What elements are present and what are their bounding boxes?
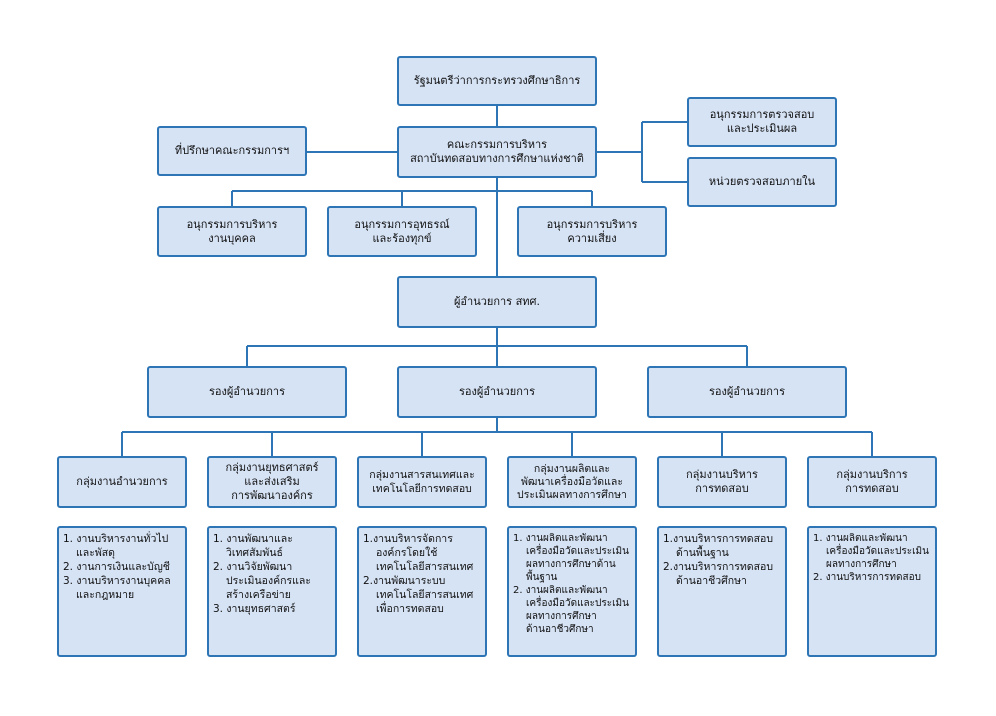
task-item: 2. งานวิจัยพัฒนา ประเมินองค์กรและ สร้างเ… (213, 561, 311, 601)
subcommittee-risk-box: อนุกรรมการบริหาร ความเสี่ยง (517, 206, 667, 257)
minister-box: รัฐมนตรีว่าการกระทรวงศึกษาธิการ (397, 56, 597, 106)
subcommittee-hr-box: อนุกรรมการบริหาร งานบุคคล (157, 206, 307, 257)
task-item: 2.งานบริหารการทดสอบ ด้านอาชีวศึกษา (663, 561, 773, 587)
task-item: 1.งานบริหารการทดสอบ ด้านพื้นฐาน (663, 533, 773, 559)
deputy-director-box: รองผู้อำนวยการ (147, 366, 347, 418)
group-test-admin-tasks: 1.งานบริหารการทดสอบ ด้านพื้นฐาน 2.งานบริ… (657, 526, 787, 657)
group-test-service-box: กลุ่มงานบริการ การทดสอบ (807, 456, 937, 508)
task-item: 1. งานผลิตและพัฒนา เครื่องมือวัดและประเม… (513, 533, 629, 583)
board-box: คณะกรรมการบริหาร สถาบันทดสอบทางการศึกษาแ… (397, 126, 597, 178)
group-strategy-box: กลุ่มงานยุทธศาสตร์ และส่งเสริม การพัฒนาอ… (207, 456, 337, 508)
task-item: 1. งานผลิตและพัฒนา เครื่องมือวัดและประเม… (813, 533, 929, 570)
group-admin-tasks: 1. งานบริหารงานทั่วไป และพัสดุ 2. งานการ… (57, 526, 187, 657)
group-admin-box: กลุ่มงานอำนวยการ (57, 456, 187, 508)
deputy-director-box: รองผู้อำนวยการ (397, 366, 597, 418)
task-item: 1. งานบริหารงานทั่วไป และพัสดุ (63, 533, 169, 559)
task-item: 1.งานบริหารจัดการ องค์กรโดยใช้ เทคโนโลยี… (363, 533, 474, 573)
task-item: 1. งานพัฒนาและ วิเทศสัมพันธ์ (213, 533, 293, 559)
group-it-tasks: 1.งานบริหารจัดการ องค์กรโดยใช้ เทคโนโลยี… (357, 526, 487, 657)
subcommittee-appeal-box: อนุกรรมการอุทธรณ์ และร้องทุกข์ (327, 206, 477, 257)
task-item: 3. งานยุทธศาสตร์ (213, 603, 296, 615)
group-it-box: กลุ่มงานสารสนเทศและ เทคโนโลยีการทดสอบ (357, 456, 487, 508)
task-item: 2. งานผลิตและพัฒนา เครื่องมือวัดและประเม… (513, 585, 629, 635)
task-item: 2.งานพัฒนาระบบ เทคโนโลยีสารสนเทศ เพื่อกา… (363, 575, 474, 615)
group-strategy-tasks: 1. งานพัฒนาและ วิเทศสัมพันธ์ 2. งานวิจัย… (207, 526, 337, 657)
group-tools-box: กลุ่มงานผลิตและ พัฒนาเครื่องมือวัดและ ปร… (507, 456, 637, 508)
advisor-box: ที่ปรึกษาคณะกรรมการฯ (157, 126, 307, 176)
group-test-service-tasks: 1. งานผลิตและพัฒนา เครื่องมือวัดและประเม… (807, 526, 937, 657)
director-box: ผู้อำนวยการ สทศ. (397, 276, 597, 328)
group-tools-tasks: 1. งานผลิตและพัฒนา เครื่องมือวัดและประเม… (507, 526, 637, 657)
deputy-director-box: รองผู้อำนวยการ (647, 366, 847, 418)
task-item: 2. งานบริหารการทดสอบ (813, 572, 921, 583)
audit-committee-box: อนุกรรมการตรวจสอบ และประเมินผล (687, 97, 837, 147)
task-item: 2. งานการเงินและบัญชี (63, 561, 170, 573)
group-test-admin-box: กลุ่มงานบริหาร การทดสอบ (657, 456, 787, 508)
task-item: 3. งานบริหารงานบุคคล และกฎหมาย (63, 575, 171, 601)
internal-audit-box: หน่วยตรวจสอบภายใน (687, 157, 837, 207)
